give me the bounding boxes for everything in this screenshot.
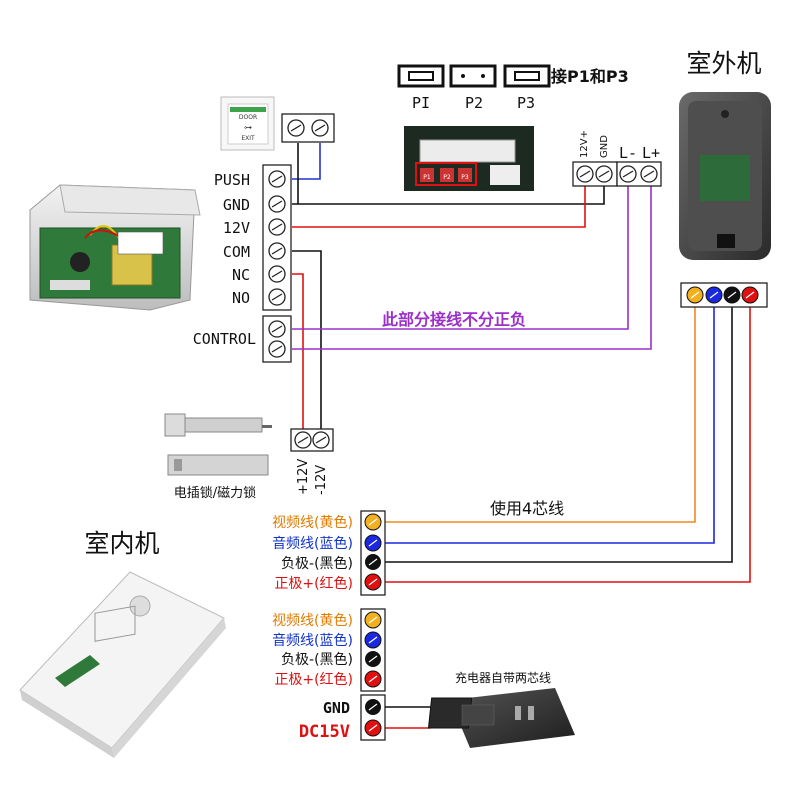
terminal-label-com: COM bbox=[223, 243, 250, 261]
electric-lock bbox=[164, 413, 272, 437]
indoor1-label-audio: 音频线(蓝色) bbox=[272, 535, 353, 552]
indoor2-label-pos: 正极+(红色) bbox=[274, 671, 353, 688]
magnetic-lock bbox=[167, 454, 269, 476]
lock-terminal: +12V -12V bbox=[290, 428, 334, 495]
wire-control-1 bbox=[292, 183, 629, 330]
indoor-unit-device bbox=[19, 571, 226, 758]
power-supply-unit bbox=[29, 184, 201, 311]
jumper-p2 bbox=[449, 64, 497, 88]
wire-12v-outdoor bbox=[292, 183, 586, 228]
lock-caption: 电插锁/磁力锁 bbox=[174, 485, 256, 501]
power-terminal-block bbox=[262, 164, 292, 311]
jumper-note: 接P1和P3 bbox=[551, 67, 629, 86]
terminal-label-nc: NC bbox=[232, 266, 250, 284]
wire-push bbox=[292, 143, 321, 180]
power-terminal-labels: PUSH GND 12V COM NC NO bbox=[214, 171, 250, 307]
outdoor-unit-title: 室外机 bbox=[686, 49, 761, 78]
outdoor-label-l-plus: L+ bbox=[642, 144, 660, 162]
jumper-label-p3: P3 bbox=[517, 94, 535, 112]
control-label: CONTROL bbox=[193, 330, 256, 348]
outdoor-label-gnd: GND bbox=[599, 135, 610, 158]
indoor-labels-1: 视频线(黄色) 音频线(蓝色) 负极-(黑色) 正极+(红色) bbox=[272, 514, 353, 592]
outdoor-lock-terminal: L- L+ bbox=[616, 144, 662, 187]
jumper-diagram: PI P2 P3 接P1和P3 bbox=[397, 64, 629, 112]
jumper-label-p2: P2 bbox=[465, 94, 483, 112]
jumper-p1 bbox=[397, 64, 445, 88]
outdoor-unit-device bbox=[679, 92, 771, 260]
indoor-unit-title: 室内机 bbox=[84, 529, 159, 558]
control-terminal-block bbox=[262, 315, 292, 363]
power-adapter bbox=[427, 688, 575, 748]
note-adapter-wire: 充电器自带两芯线 bbox=[455, 670, 551, 685]
outdoor-label-12v: 12V+ bbox=[579, 130, 590, 158]
indoor1-label-video: 视频线(黄色) bbox=[272, 514, 353, 531]
board-photo: P1 P2 P3 bbox=[404, 126, 534, 191]
exit-button-text-door: DOOR bbox=[239, 114, 257, 121]
lock-label-plus: +12V bbox=[296, 459, 311, 495]
wire-pos bbox=[385, 306, 751, 583]
exit-button: DOOR ⊶ EXIT bbox=[220, 96, 275, 151]
outdoor-label-l-minus: L- bbox=[619, 144, 637, 162]
indoor1-label-pos: 正极+(红色) bbox=[274, 575, 353, 592]
power-input-terminal bbox=[360, 694, 386, 741]
wire-neg bbox=[385, 306, 733, 563]
wire-com-lock bbox=[292, 250, 322, 430]
board-tag-p2: P2 bbox=[443, 174, 451, 181]
exit-button-terminal bbox=[281, 113, 335, 143]
power-input-label-gnd: GND bbox=[323, 699, 350, 717]
wire-nc-lock bbox=[292, 273, 304, 430]
jumper-p3 bbox=[503, 64, 551, 88]
note-no-polarity: 此部分接线不分正负 bbox=[382, 310, 526, 329]
svg-text:⊶: ⊶ bbox=[244, 123, 252, 132]
board-tag-p3: P3 bbox=[461, 174, 469, 181]
indoor2-label-audio: 音频线(蓝色) bbox=[272, 632, 353, 649]
note-four-core: 使用4芯线 bbox=[490, 499, 564, 518]
board-tag-p1: P1 bbox=[423, 174, 431, 181]
indoor2-label-neg: 负极-(黑色) bbox=[281, 651, 353, 668]
power-input-label-dc15v: DC15V bbox=[299, 722, 350, 742]
terminal-label-push: PUSH bbox=[214, 171, 250, 189]
exit-button-text-exit: EXIT bbox=[241, 135, 255, 142]
wire-video bbox=[385, 306, 696, 523]
outdoor-power-terminal: 12V+ GND bbox=[572, 130, 618, 187]
indoor-terminal-block-2 bbox=[360, 608, 386, 692]
wire-gnd-outdoor bbox=[292, 183, 605, 205]
lock-label-minus: -12V bbox=[314, 465, 329, 495]
terminal-label-12v: 12V bbox=[223, 219, 250, 237]
wire-control-2 bbox=[292, 183, 652, 350]
outdoor-connector bbox=[680, 282, 768, 308]
indoor1-label-neg: 负极-(黑色) bbox=[281, 555, 353, 572]
indoor2-label-video: 视频线(黄色) bbox=[272, 612, 353, 629]
indoor-terminal-block-1 bbox=[360, 510, 386, 596]
terminal-label-no: NO bbox=[232, 289, 250, 307]
wire-audio bbox=[385, 306, 715, 544]
terminal-label-gnd: GND bbox=[223, 196, 250, 214]
jumper-label-p1: PI bbox=[412, 94, 430, 112]
indoor-labels-2: 视频线(黄色) 音频线(蓝色) 负极-(黑色) 正极+(红色) bbox=[272, 612, 353, 688]
